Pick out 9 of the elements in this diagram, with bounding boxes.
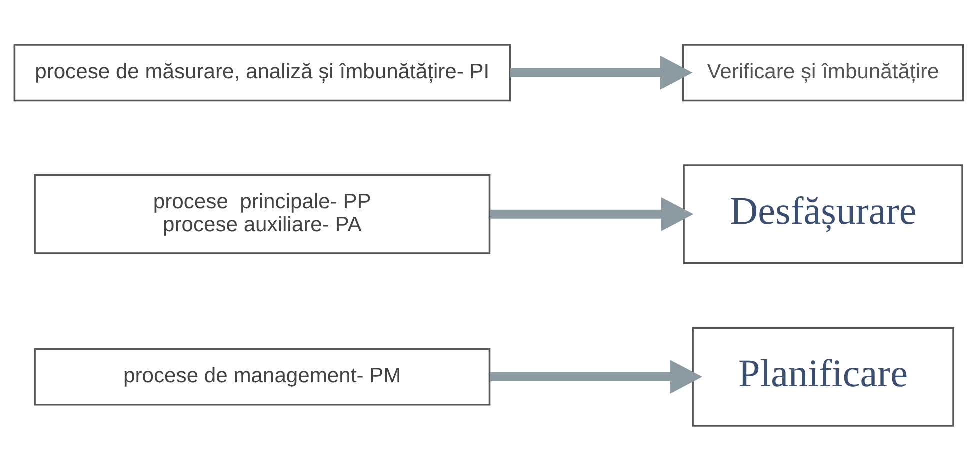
node-box: Desfășurare	[683, 164, 964, 264]
arrow	[490, 197, 694, 232]
node-box: procese de măsurare, analiză și îmbunătățire- PI	[14, 44, 511, 102]
node-box: procese principale- PP procese auxiliare- PA	[34, 174, 491, 254]
arrow	[490, 360, 702, 394]
node-box: procese de management- PM	[34, 348, 491, 406]
node-box: Verificare și îmbunătățire	[682, 44, 964, 102]
node-box: Planificare	[692, 327, 954, 427]
arrow	[510, 56, 693, 90]
